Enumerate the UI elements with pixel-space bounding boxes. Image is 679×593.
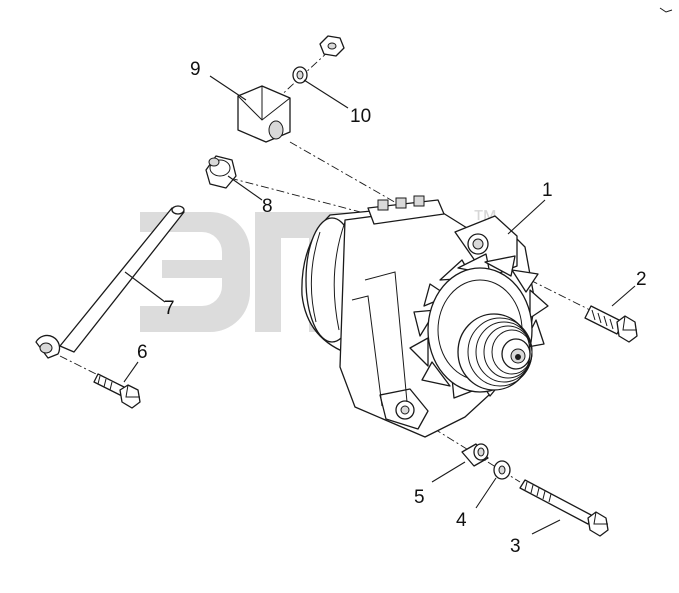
nut-washer-10	[292, 35, 345, 84]
flange-nut-8	[205, 155, 237, 189]
callout-labels: 1 2 3 4 5 6 7 8 9 10	[137, 59, 647, 557]
washer-4	[493, 460, 511, 480]
callout-10: 10	[350, 106, 371, 127]
spacer-5	[461, 443, 489, 467]
alternator	[301, 195, 549, 438]
leader-lines	[123, 75, 636, 535]
callout-3: 3	[510, 536, 521, 557]
bolt-2	[584, 305, 638, 343]
callout-9: 9	[190, 59, 201, 80]
callout-2: 2	[636, 269, 647, 290]
callout-6: 6	[137, 342, 148, 363]
pulley	[457, 313, 533, 391]
bolt-6	[93, 373, 141, 409]
bolt-3	[519, 479, 609, 537]
corner-mark	[659, 7, 673, 13]
callout-4: 4	[456, 510, 467, 531]
adjusting-link-7	[35, 205, 185, 359]
callout-1: 1	[542, 180, 553, 201]
bracket-9	[237, 85, 291, 143]
callout-7: 7	[164, 298, 175, 319]
callout-5: 5	[414, 487, 425, 508]
callout-8: 8	[262, 196, 273, 217]
